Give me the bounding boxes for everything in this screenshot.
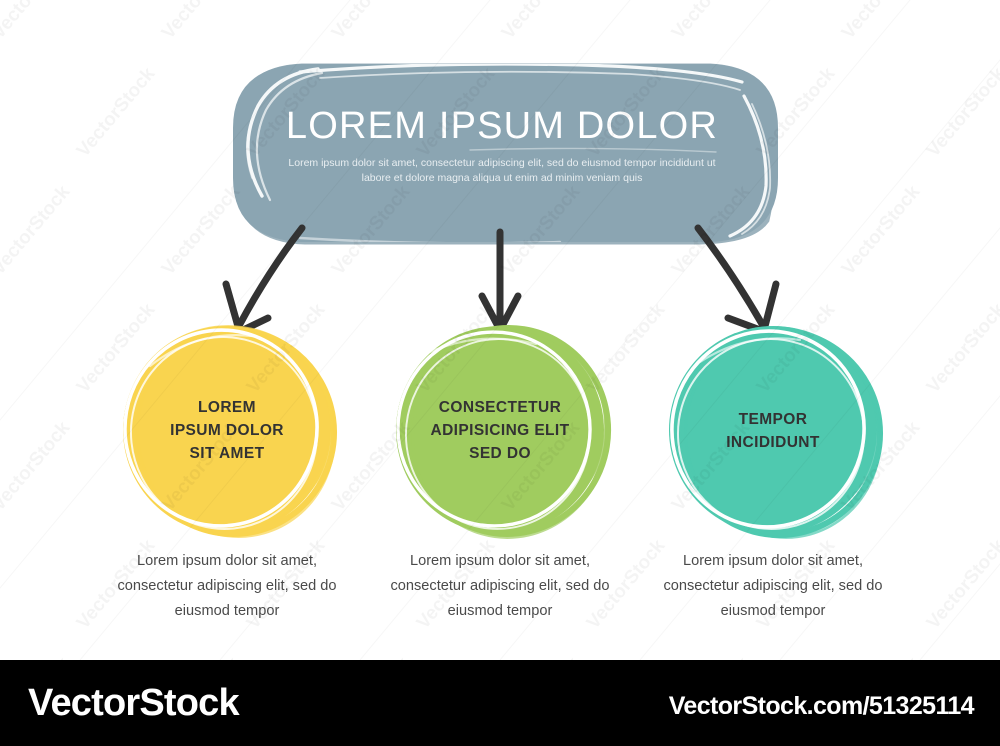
node-1-caption: Lorem ipsum dolor sit amet, consectetur … (390, 553, 610, 619)
node-circle-1[interactable] (381, 311, 631, 561)
arrow-group (222, 224, 780, 336)
node-0-disc (123, 326, 331, 534)
banner-shape (233, 64, 778, 242)
diagram-artwork (109, 63, 904, 561)
node-0-caption: Lorem ipsum dolor sit amet, consectetur … (117, 553, 337, 619)
node-2-disc (669, 326, 877, 534)
node-circle-0[interactable] (109, 308, 358, 560)
header-banner (233, 63, 778, 245)
footer-url: VectorStock.com/51325114 (668, 692, 975, 720)
node-2-caption: Lorem ipsum dolor sit amet, consectetur … (663, 553, 883, 619)
arrow-to-node-1 (478, 228, 522, 334)
footer-bar: VectorStock VectorStock.com/51325114 (0, 660, 1000, 746)
infographic-canvas: LOREM IPSUM DOLOR Lorem ipsum dolor sit … (0, 0, 1000, 660)
node-circle-2[interactable] (654, 310, 904, 559)
arrow-to-node-2 (694, 224, 780, 335)
node-1-disc (396, 326, 604, 534)
arrow-to-node-0 (222, 224, 306, 336)
footer-brand: VectorStock (28, 682, 240, 724)
